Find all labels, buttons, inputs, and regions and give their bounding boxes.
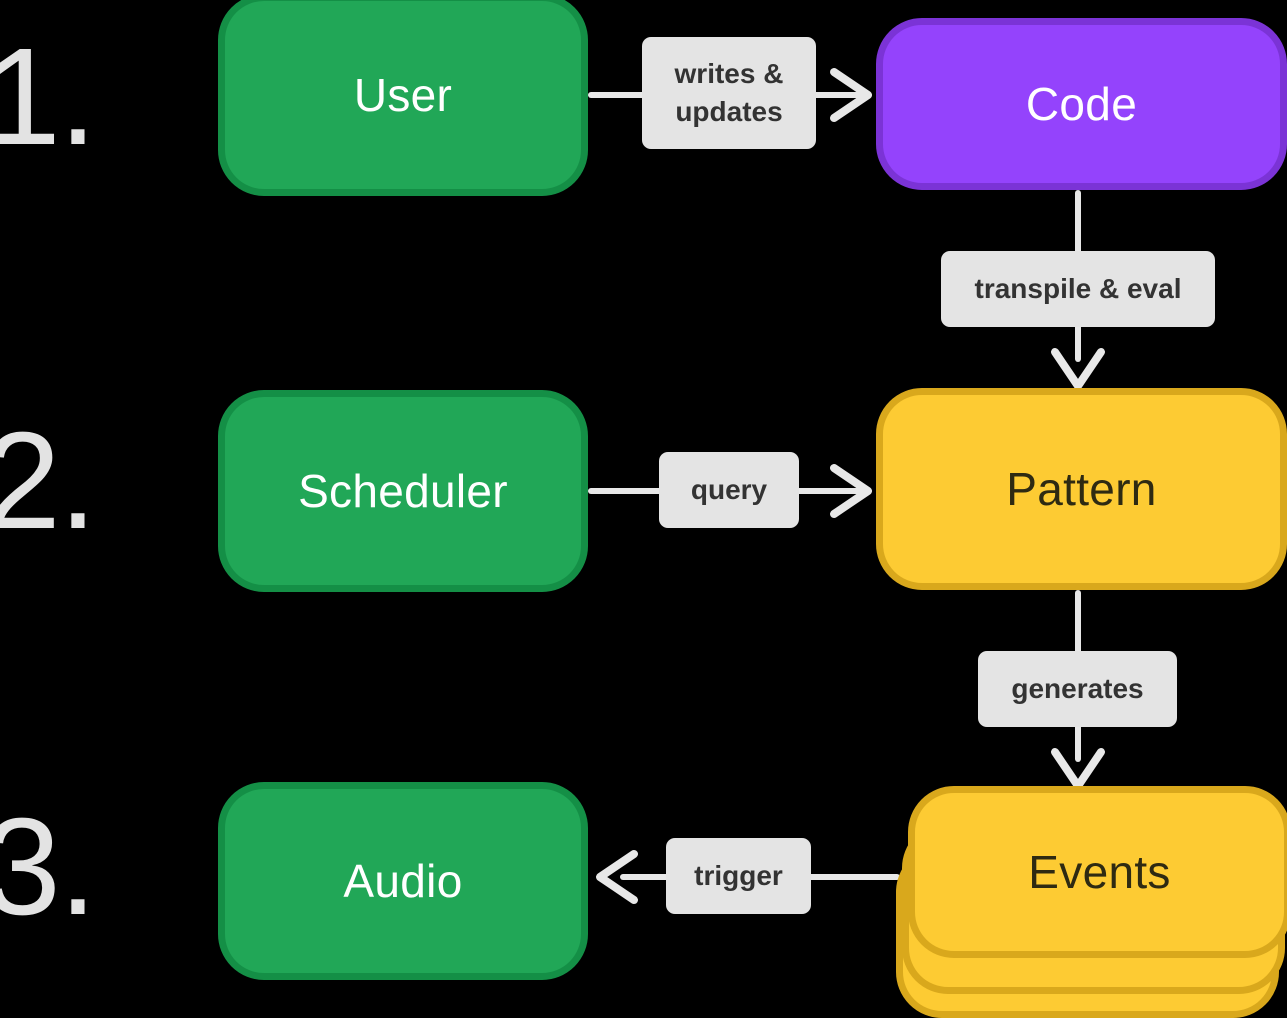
edge-user-code-arrowhead (826, 66, 876, 124)
step-number-2: 2. (0, 404, 97, 558)
edge-label-generates: generates (978, 651, 1177, 727)
step-number-3: 3. (0, 790, 97, 944)
step-number-1: 1. (0, 20, 97, 174)
node-events-front[interactable]: Events (908, 786, 1287, 958)
node-events[interactable]: Events (890, 786, 1287, 1018)
node-audio[interactable]: Audio (218, 782, 588, 980)
edge-label-transpile-eval: transpile & eval (941, 251, 1215, 327)
node-scheduler-label: Scheduler (298, 465, 508, 517)
node-user[interactable]: User (218, 0, 588, 196)
edge-code-pattern-arrowhead (1049, 344, 1107, 394)
edge-label-query: query (659, 452, 799, 528)
edge-label-writes-updates: writes & updates (642, 37, 816, 149)
edge-label-trigger: trigger (666, 838, 811, 914)
node-scheduler[interactable]: Scheduler (218, 390, 588, 592)
node-code-label: Code (1025, 78, 1138, 130)
node-pattern-label: Pattern (1006, 463, 1157, 515)
edge-events-audio-arrowhead (592, 848, 642, 906)
node-audio-label: Audio (343, 855, 463, 907)
edge-scheduler-pattern-arrowhead (826, 462, 876, 520)
node-pattern[interactable]: Pattern (876, 388, 1287, 590)
node-events-label: Events (1028, 846, 1171, 898)
node-code[interactable]: Code (876, 18, 1287, 190)
node-user-label: User (353, 69, 453, 121)
